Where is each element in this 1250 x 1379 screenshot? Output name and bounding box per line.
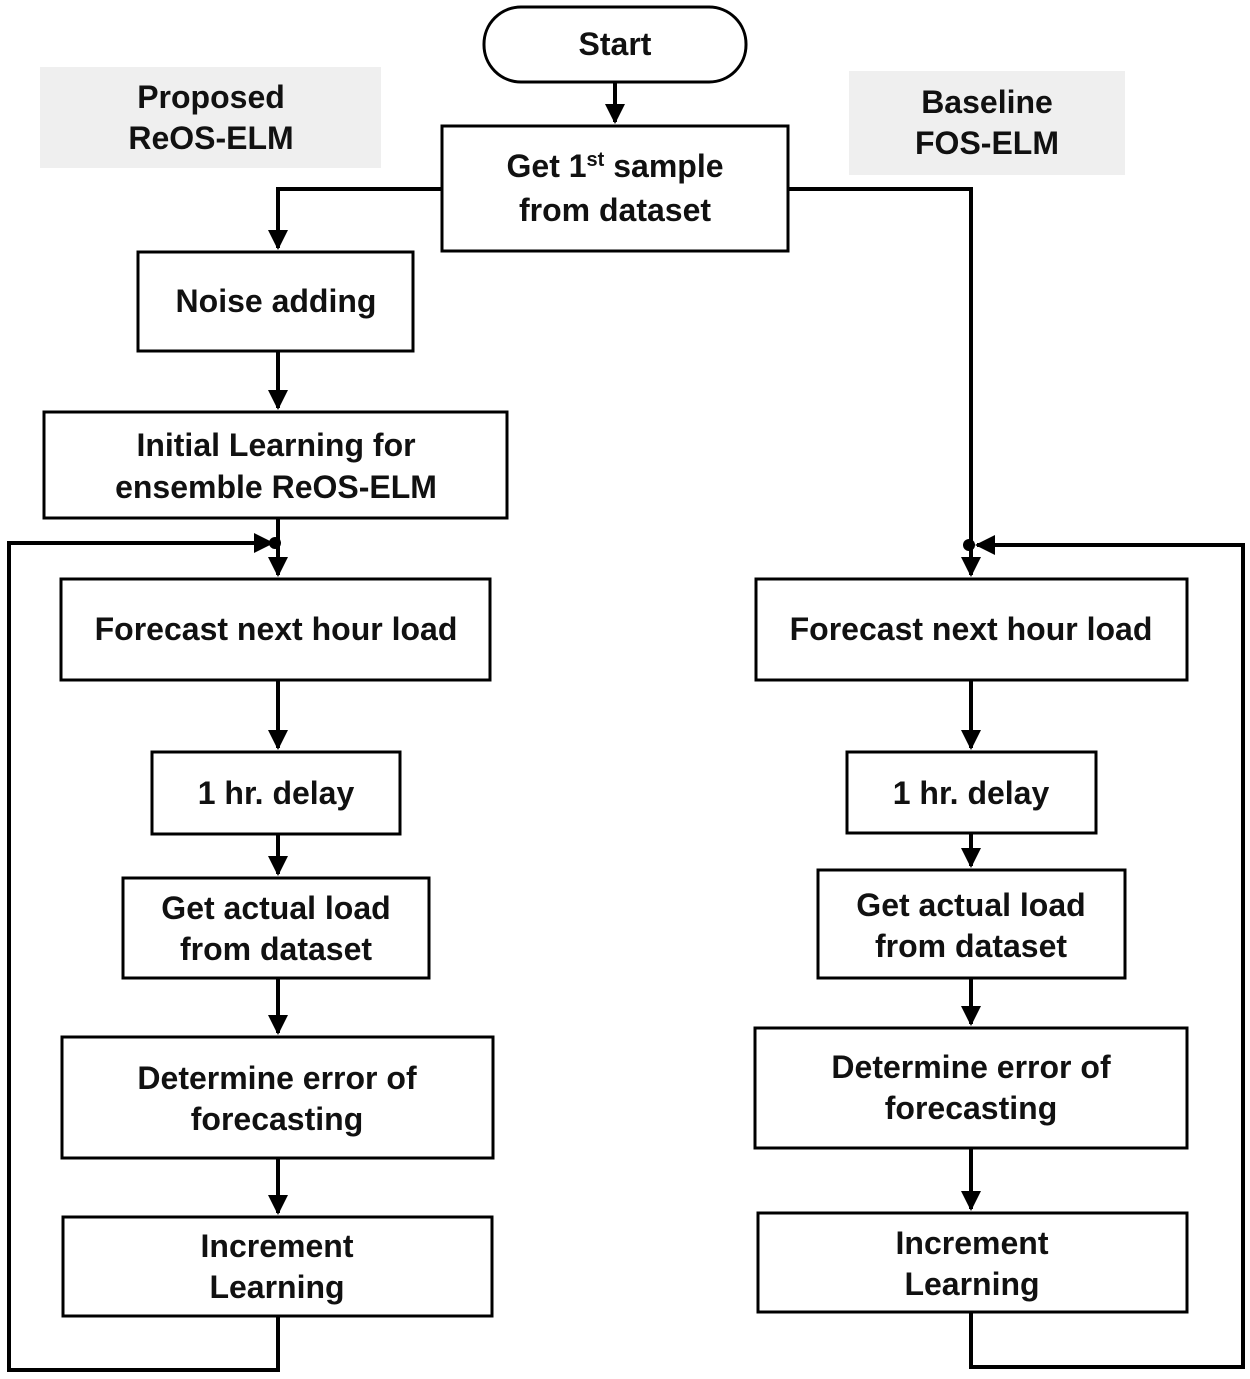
proposed-label-bg [40,67,381,168]
right-actual-load-line1: Get actual load [856,887,1085,923]
right-error-line2: forecasting [885,1090,1057,1126]
connectors [7,82,1245,1372]
left-actual-load-box [121,876,431,980]
left-error-line1: Determine error of [137,1060,417,1096]
first-sample-sup: st [587,149,605,171]
right-actual-load-line2: from dataset [875,928,1067,964]
left-delay-box [150,750,402,836]
get-first-sample-line1: Get 1st sample [507,148,724,184]
baseline-label-line2: FOS-ELM [915,125,1059,161]
right-feedback-loop [969,535,1245,1369]
left-error-line2: forecasting [191,1101,363,1137]
proposed-label-line2: ReOS-ELM [128,120,293,156]
right-increment-box [756,1211,1189,1314]
noise-adding-box [136,250,415,353]
left-increment-line1: Increment [201,1228,354,1264]
noise-adding-label: Noise adding [176,283,377,319]
left-junction-dot [269,537,281,549]
initial-learning-box [42,410,509,520]
right-forecast-box [754,577,1189,682]
right-delay-box [845,750,1098,835]
baseline-label-bg [849,71,1125,175]
left-delay-label: 1 hr. delay [198,775,355,811]
left-forecast-label: Forecast next hour load [95,611,458,647]
left-increment-line2: Learning [209,1269,344,1305]
left-actual-load-line2: from dataset [180,931,372,967]
right-junction-dot [963,539,975,551]
right-increment-line1: Increment [896,1225,1049,1261]
proposed-label-line1: Proposed [137,79,285,115]
left-feedback-loop [7,533,280,1372]
arrow-sample-to-right-forecast [788,187,981,577]
right-forecast-label: Forecast next hour load [790,611,1153,647]
get-first-sample-box [440,124,790,253]
start-terminator [482,5,748,84]
first-sample-pre: Get 1 [507,148,587,184]
initial-learning-line1: Initial Learning for [136,427,415,463]
left-increment-box [61,1215,494,1318]
right-increment-line2: Learning [904,1266,1039,1302]
first-sample-post: sample [604,148,723,184]
initial-learning-line2: ensemble ReOS-ELM [115,469,437,505]
baseline-label-line1: Baseline [921,84,1053,120]
left-forecast-box [59,577,492,682]
left-error-box [60,1035,495,1160]
right-error-line1: Determine error of [831,1049,1111,1085]
arrow-sample-to-noise [268,187,442,250]
right-delay-label: 1 hr. delay [893,775,1050,811]
right-error-box [753,1026,1189,1150]
start-label: Start [579,26,652,62]
get-first-sample-line2: from dataset [519,192,711,228]
left-actual-load-line1: Get actual load [161,890,390,926]
right-actual-load-box [816,868,1127,980]
